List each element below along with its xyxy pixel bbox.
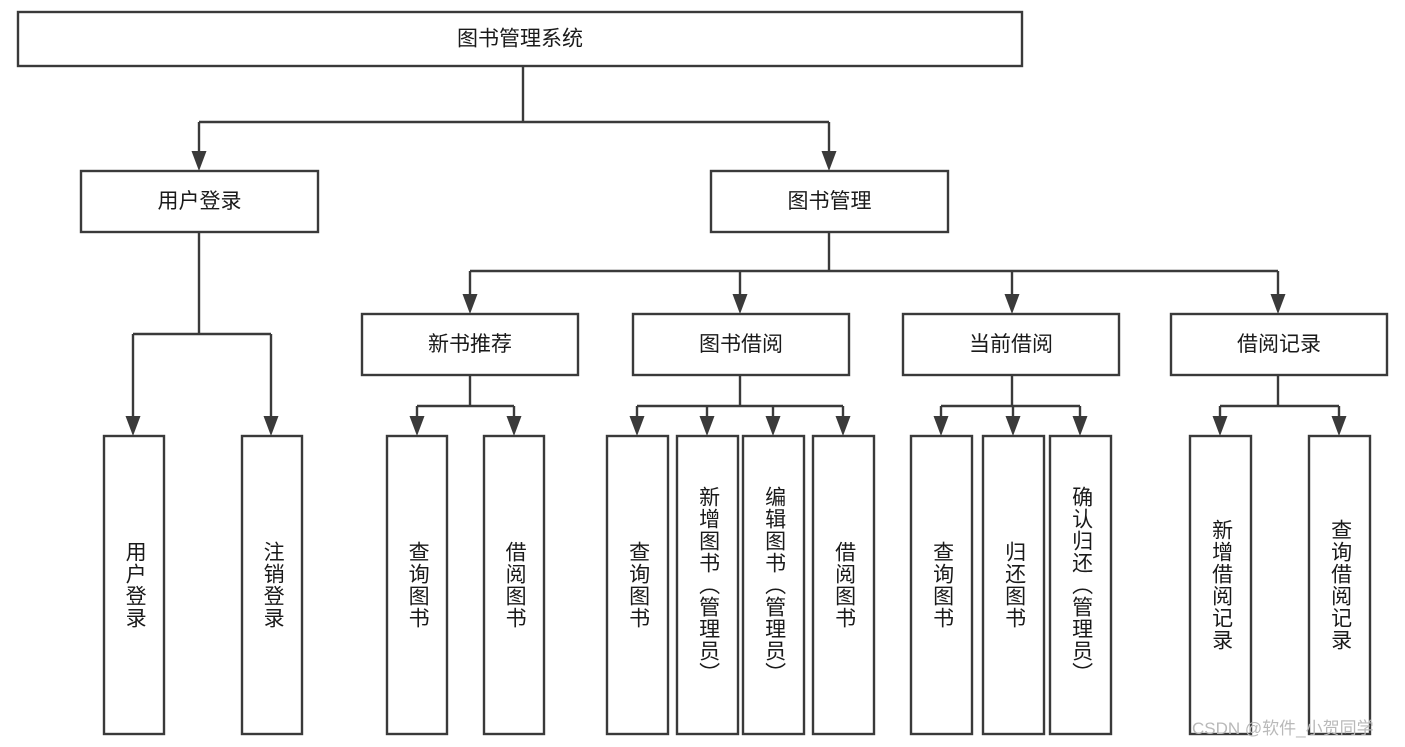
arrow-to-leaf-query-book-2-head <box>629 416 645 436</box>
node-box-leaf-query-book-3[interactable] <box>909 434 974 736</box>
arrow-to-leaf-confirm-return-head <box>1072 416 1088 436</box>
arrow-to-current-borrow <box>1004 271 1020 314</box>
bar-book-borrow <box>637 375 843 408</box>
arrow-to-user-login <box>191 122 207 171</box>
arrow-to-leaf-user-logout-head <box>263 416 279 436</box>
arrow-to-leaf-add-record-head <box>1212 416 1228 436</box>
node-box-new-book-recommend[interactable] <box>360 312 580 377</box>
arrow-to-leaf-query-record-head <box>1331 416 1347 436</box>
arrow-to-leaf-add-book-head <box>699 416 715 436</box>
arrow-to-new-book-recommend-head <box>462 294 478 314</box>
node-box-borrow-record[interactable] <box>1169 312 1389 377</box>
arrow-to-leaf-edit-book-head <box>765 416 781 436</box>
node-box-leaf-edit-book[interactable] <box>741 434 806 736</box>
node-box-leaf-query-book-2[interactable] <box>605 434 670 736</box>
arrow-to-leaf-query-book-1-head <box>409 416 425 436</box>
node-box-leaf-query-book-1[interactable] <box>385 434 449 736</box>
node-box-book-manage[interactable] <box>709 169 950 234</box>
bar-user-login <box>133 232 271 336</box>
arrow-to-leaf-user-login <box>125 334 141 436</box>
connector-layer <box>133 66 1339 408</box>
arrow-to-borrow-record <box>1270 271 1286 314</box>
arrow-to-leaf-query-book-3-head <box>933 416 949 436</box>
node-label-user-login: 用户登录 <box>158 190 242 213</box>
node-box-current-borrow[interactable] <box>901 312 1121 377</box>
node-box-root[interactable] <box>16 10 1024 68</box>
arrow-to-current-borrow-head <box>1004 294 1020 314</box>
arrow-to-new-book-recommend <box>462 271 478 314</box>
bar-root <box>199 66 829 124</box>
bar-borrow-record <box>1220 375 1339 408</box>
arrow-to-borrow-record-head <box>1270 294 1286 314</box>
arrow-to-book-manage-head <box>821 151 837 171</box>
arrow-to-leaf-borrow-book-2 <box>835 406 851 436</box>
arrow-to-book-borrow <box>732 271 748 314</box>
node-label-new-book-recommend: 新书推荐 <box>428 333 512 356</box>
arrow-to-leaf-borrow-book-1 <box>506 406 522 436</box>
arrow-to-leaf-borrow-book-2-head <box>835 416 851 436</box>
bar-new-book <box>417 375 514 408</box>
arrow-to-leaf-borrow-book-1-head <box>506 416 522 436</box>
node-box-leaf-user-login[interactable] <box>102 434 166 736</box>
arrow-to-leaf-query-book-3 <box>933 406 949 436</box>
arrow-to-user-login-head <box>191 151 207 171</box>
node-label-book-borrow: 图书借阅 <box>699 333 783 356</box>
arrow-to-leaf-query-book-2 <box>629 406 645 436</box>
node-box-leaf-borrow-book-1[interactable] <box>482 434 546 736</box>
arrow-layer <box>125 122 1347 436</box>
arrow-to-book-borrow-head <box>732 294 748 314</box>
bar-book-manage <box>470 232 1278 273</box>
node-box-leaf-confirm-return[interactable] <box>1048 434 1113 736</box>
arrow-to-leaf-add-record <box>1212 406 1228 436</box>
csdn-watermark: CSDN @软件_小贺同学 <box>1192 719 1374 738</box>
arrow-to-leaf-return-book-head <box>1005 416 1021 436</box>
node-box-user-login[interactable] <box>79 169 320 234</box>
arrow-to-leaf-return-book <box>1005 406 1021 436</box>
node-label-root: 图书管理系统 <box>457 28 583 51</box>
bar-current-borrow <box>941 375 1080 408</box>
arrow-to-leaf-confirm-return <box>1072 406 1088 436</box>
arrow-to-leaf-add-book <box>699 406 715 436</box>
node-box-book-borrow[interactable] <box>631 312 851 377</box>
arrow-to-leaf-edit-book <box>765 406 781 436</box>
arrow-to-leaf-user-login-head <box>125 416 141 436</box>
node-box-leaf-user-logout[interactable] <box>240 434 304 736</box>
node-box-layer <box>16 10 1389 736</box>
node-box-leaf-return-book[interactable] <box>981 434 1046 736</box>
node-box-leaf-borrow-book-2[interactable] <box>811 434 876 736</box>
node-box-leaf-add-book[interactable] <box>675 434 740 736</box>
arrow-to-leaf-query-book-1 <box>409 406 425 436</box>
node-box-leaf-add-record[interactable] <box>1188 434 1253 736</box>
node-label-borrow-record: 借阅记录 <box>1237 333 1321 356</box>
node-label-current-borrow: 当前借阅 <box>969 333 1053 356</box>
node-box-leaf-query-record[interactable] <box>1307 434 1372 736</box>
arrow-to-leaf-query-record <box>1331 406 1347 436</box>
node-label-book-manage: 图书管理 <box>788 190 872 213</box>
arrow-to-leaf-user-logout <box>263 334 279 436</box>
arrow-to-book-manage <box>821 122 837 171</box>
